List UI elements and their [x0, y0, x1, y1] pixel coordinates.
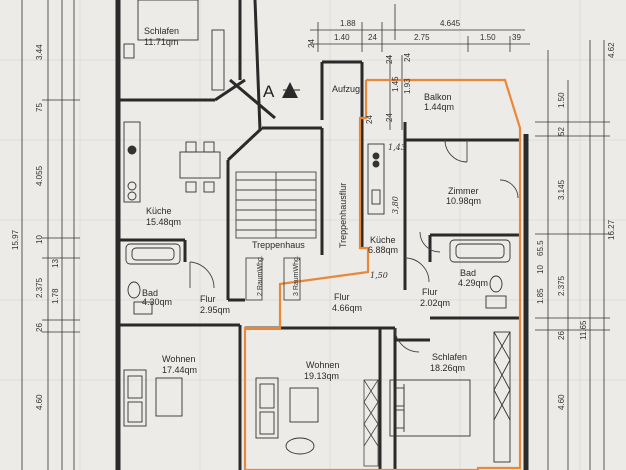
- dim-right-outer-3: 11.65: [579, 320, 588, 340]
- stair-label-right: 3 RaumWhg.: [293, 255, 300, 296]
- top-dimension-lines: [310, 4, 530, 130]
- section-marker: A: [263, 82, 300, 101]
- dim-top-3: 1.40: [334, 33, 350, 42]
- dim-top-small-1: 24: [307, 39, 316, 48]
- dim-left-9: 4.60: [35, 394, 44, 410]
- hand-note-3: 1,50: [370, 271, 388, 280]
- section-label: A: [263, 82, 275, 101]
- dim-right-6: 1.85: [536, 288, 545, 304]
- room-area-flur-right: 2.02qm: [420, 298, 450, 308]
- dim-top-1: 1.88: [340, 19, 356, 28]
- left-dimension-lines: [21, 0, 80, 470]
- dim-top-5: 2.75: [414, 33, 430, 42]
- room-area-bad-right: 4.29qm: [458, 278, 488, 288]
- dim-left-6: 13: [51, 259, 60, 268]
- room-name-flur-mid: Flur: [334, 292, 350, 302]
- dim-vert-top-1: 1.45: [391, 76, 400, 92]
- room-area-kueche-right: 6.88qm: [368, 245, 398, 255]
- dim-left-8: 26: [35, 323, 44, 332]
- room-name-schlafen-top: Schlafen: [144, 26, 179, 36]
- room-area-balkon: 1.44qm: [424, 102, 454, 112]
- staircase: [235, 171, 317, 301]
- dim-top-6: 1.50: [480, 33, 496, 42]
- kitchen-fixtures-left: [123, 121, 221, 203]
- bathroom-fixtures-left: [125, 243, 181, 315]
- room-area-flur-mid: 4.66qm: [332, 303, 362, 313]
- dim-right-8: 26: [557, 331, 566, 340]
- room-name-treppenhausflur: Treppenhausflur: [338, 183, 348, 248]
- dim-left-7: 1.78: [51, 288, 60, 304]
- hand-note-2: 3,80: [391, 196, 400, 214]
- dim-vert-top-3: 24: [403, 53, 412, 62]
- interior-walls: [118, 0, 520, 470]
- dim-left-2: 75: [35, 103, 44, 112]
- dim-top-small-3: 24: [385, 113, 394, 122]
- dim-right-1: 1.50: [557, 92, 566, 108]
- furniture-schlafen-top: [123, 0, 225, 91]
- room-area-wohnen-mid: 19.13qm: [304, 371, 339, 381]
- dim-left-1: 3.44: [35, 44, 44, 60]
- furniture-wohnen-left: [123, 369, 183, 427]
- room-name-kueche-right: Küche: [370, 235, 396, 245]
- room-area-wohnen-left: 17.44qm: [162, 365, 197, 375]
- dim-left-3: 4.055: [35, 165, 44, 186]
- wardrobe-mid: [363, 379, 379, 467]
- right-dimension-lines: [535, 40, 610, 470]
- bathroom-fixtures-right: [449, 239, 511, 309]
- kitchen-fixtures-right: [367, 143, 385, 215]
- apartment-outline: [243, 78, 522, 470]
- dim-top-small-4: 24: [365, 115, 374, 124]
- room-name-wohnen-left: Wohnen: [162, 354, 195, 364]
- dim-top-2: 4.645: [440, 19, 461, 28]
- dim-right-outer-2: 16.27: [607, 219, 616, 240]
- room-name-bad-right: Bad: [460, 268, 476, 278]
- room-name-schlafen-right: Schlafen: [432, 352, 467, 362]
- stair-label-left: 2 RaumWhg.: [257, 255, 264, 296]
- dim-right-3: 3.145: [557, 179, 566, 200]
- room-name-flur-right: Flur: [422, 287, 438, 297]
- room-area-bad-left: 4.30qm: [142, 297, 172, 307]
- door-swings: [189, 139, 519, 353]
- hand-note-1: 1,43: [388, 143, 406, 152]
- room-name-flur-left: Flur: [200, 294, 216, 304]
- room-area-schlafen-right: 18.26qm: [430, 363, 465, 373]
- room-name-treppenhaus: Treppenhaus: [252, 240, 305, 250]
- dim-top-4: 24: [368, 33, 377, 42]
- room-name-bad-left: Bad: [142, 288, 158, 298]
- dim-right-5: 10: [536, 265, 545, 274]
- room-area-schlafen-top: 11.71qm: [144, 37, 178, 47]
- dim-left-outer: 15.97: [11, 229, 20, 250]
- room-name-zimmer: Zimmer: [448, 186, 479, 196]
- dim-vert-top-2: 1.93: [403, 78, 412, 94]
- dim-right-9: 4.60: [557, 394, 566, 410]
- room-name-wohnen-mid: Wohnen: [306, 360, 339, 370]
- dim-right-4: 65.5: [536, 240, 545, 256]
- dim-top-small-2: 24: [385, 55, 394, 64]
- dim-left-5: 2.375: [35, 277, 44, 298]
- dim-right-outer-1: 4.62: [607, 42, 616, 58]
- dim-right-2: 52: [557, 127, 566, 136]
- dim-top-7: 39: [512, 33, 521, 42]
- room-name-aufzug: Aufzug: [332, 84, 360, 94]
- room-area-zimmer: 10.98qm: [446, 196, 481, 206]
- outer-walls: [115, 0, 529, 470]
- furniture-wohnen-mid: [255, 377, 319, 455]
- furniture-schlafen-right: [389, 331, 511, 463]
- dim-right-7: 2.375: [557, 275, 566, 296]
- room-name-kueche-left: Küche: [146, 206, 172, 216]
- room-area-flur-left: 2.95qm: [200, 305, 230, 315]
- dim-left-4: 10: [35, 235, 44, 244]
- room-area-kueche-left: 15.48qm: [146, 217, 181, 227]
- room-name-balkon: Balkon: [424, 92, 452, 102]
